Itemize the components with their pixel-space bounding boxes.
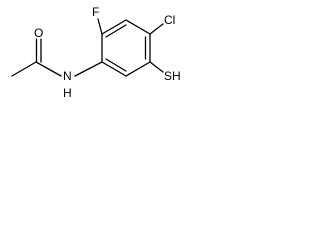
atom-nitrogen-hydrogen: H bbox=[63, 86, 72, 100]
bond-ring-fluorine bbox=[97, 18, 103, 35]
ring-inner-double-c2-c3 bbox=[105, 24, 127, 38]
atom-fluorine: F bbox=[92, 5, 99, 19]
bond-layer bbox=[11, 18, 164, 77]
ring-bond-c5-c6 bbox=[125, 61, 151, 77]
bond-ring-thiol bbox=[149, 61, 164, 73]
atom-label-layer: O N H F Cl SH bbox=[34, 5, 181, 100]
bond-methyl-carbonyl bbox=[11, 61, 37, 77]
atom-oxygen: O bbox=[34, 26, 43, 40]
ring-bond-c3-c4 bbox=[125, 19, 151, 35]
atom-chlorine: Cl bbox=[164, 13, 175, 27]
atom-thiol: SH bbox=[164, 69, 181, 83]
bond-ring-chlorine bbox=[149, 23, 164, 35]
bond-carbonyl-nitrogen bbox=[35, 61, 62, 77]
ring-inner-double-c6-c1 bbox=[105, 58, 127, 72]
ring-bond-c6-c1 bbox=[101, 61, 127, 77]
ring-bond-c2-c3 bbox=[101, 19, 127, 35]
atom-nitrogen: N bbox=[63, 69, 72, 83]
chemical-structure: O N H F Cl SH bbox=[11, 5, 181, 100]
bond-nitrogen-ring bbox=[74, 61, 103, 77]
